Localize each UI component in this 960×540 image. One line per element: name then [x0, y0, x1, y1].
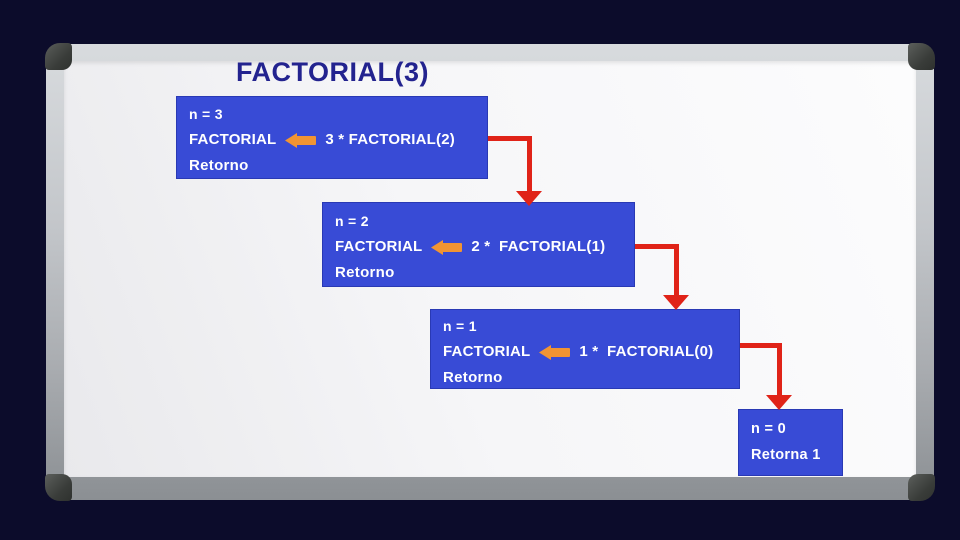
function-label: FACTORIAL [335, 238, 423, 255]
arrow-head-down-icon [663, 295, 689, 310]
arrow-vertical-segment [777, 343, 782, 397]
arrow-vertical-segment [674, 244, 679, 297]
expression-label: 2 * FACTORIAL(1) [471, 238, 606, 255]
function-label: FACTORIAL [443, 343, 531, 360]
assign-left-arrow-icon [285, 132, 317, 148]
arrow-head-down-icon [766, 395, 792, 410]
n-value-label: n = 1 [443, 318, 477, 334]
arrow-vertical-segment [527, 136, 532, 193]
diagram-title: FACTORIAL(3) [236, 57, 429, 87]
assignment-line: FACTORIAL 3 * FACTORIAL(2) [177, 127, 487, 153]
arrow-horizontal-segment [740, 343, 782, 348]
assignment-line: FACTORIAL 1 * FACTORIAL(0) [431, 339, 739, 365]
base-case-box-n0: n = 0 Retorna 1 [738, 409, 843, 476]
frame-corner-cap-top-right [908, 43, 935, 70]
arrow-horizontal-segment [635, 244, 679, 249]
expression-label: 1 * FACTORIAL(0) [579, 343, 714, 360]
arrow-horizontal-segment [488, 136, 532, 141]
base-return-label: Retorna 1 [751, 447, 821, 463]
arrow-head-down-icon [516, 191, 542, 206]
frame-corner-cap-bottom-right [908, 474, 935, 501]
function-label: FACTORIAL [189, 131, 277, 148]
frame-corner-cap-bottom-left [45, 474, 72, 501]
assign-left-arrow-icon [431, 239, 463, 255]
call-box-n3: n = 3 FACTORIAL 3 * FACTORIAL(2) Retorno [176, 96, 488, 179]
n-value-label: n = 0 [751, 421, 786, 437]
n-value-label: n = 3 [189, 106, 223, 122]
assignment-line: FACTORIAL 2 * FACTORIAL(1) [323, 234, 634, 260]
call-box-n1: n = 1 FACTORIAL 1 * FACTORIAL(0) Retorno [430, 309, 740, 389]
return-label: Retorno [189, 157, 249, 174]
assign-left-arrow-icon [539, 344, 571, 360]
return-label: Retorno [443, 369, 503, 386]
n-value-label: n = 2 [335, 213, 369, 229]
frame-corner-cap-top-left [45, 43, 72, 70]
return-label: Retorno [335, 264, 395, 281]
expression-label: 3 * FACTORIAL(2) [325, 131, 455, 148]
call-box-n2: n = 2 FACTORIAL 2 * FACTORIAL(1) Retorno [322, 202, 635, 287]
